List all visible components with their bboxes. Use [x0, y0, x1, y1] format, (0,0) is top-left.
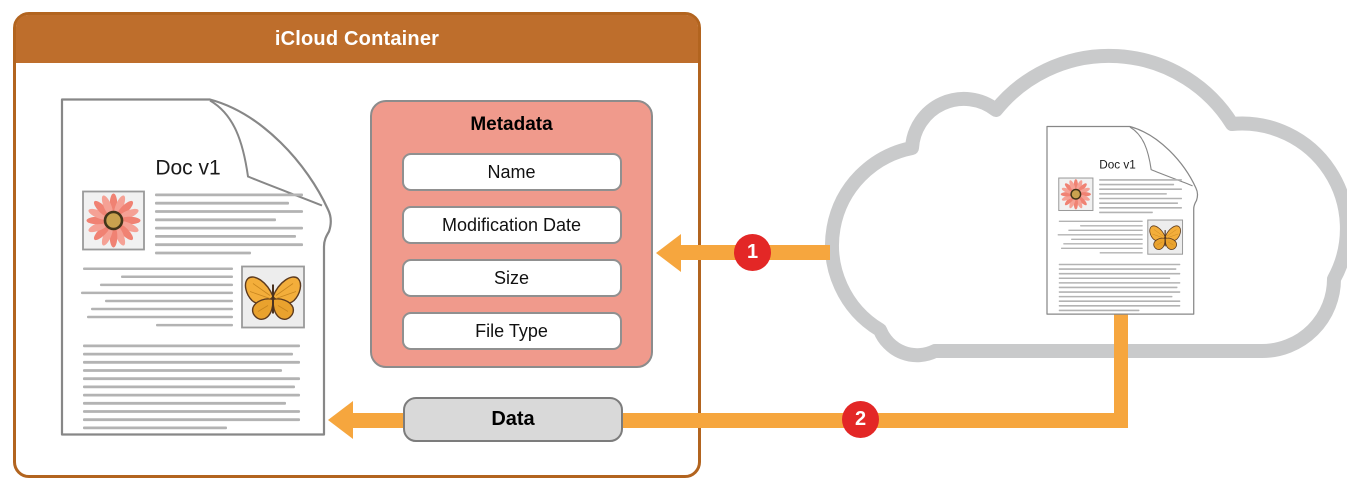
doc-title: Doc v1	[1099, 159, 1136, 172]
arrow-2-head-icon	[328, 401, 353, 439]
flower-image-icon	[82, 190, 145, 251]
data-pill-label: Data	[491, 408, 535, 430]
document-page-icon: Doc v1	[1046, 125, 1199, 315]
local-document-icon: Doc v1	[60, 98, 336, 446]
metadata-title: Metadata	[470, 114, 553, 135]
step-1-label: 1	[746, 241, 759, 263]
data-pill: Data	[403, 397, 623, 442]
metadata-field-name: Name	[401, 153, 622, 191]
metadata-field-file-type: File Type	[401, 312, 622, 350]
text-lines	[83, 344, 300, 430]
arrow-2-vertical-segment	[1114, 308, 1128, 428]
text-lines	[155, 193, 303, 255]
arrow-1-head-icon	[656, 234, 681, 272]
page-fold	[1129, 126, 1193, 187]
metadata-field-modification-date: Modification Date	[401, 206, 622, 244]
text-lines	[1058, 263, 1181, 312]
text-lines	[81, 267, 233, 327]
step-2-label: 2	[854, 408, 867, 430]
metadata-field-size: Size	[401, 259, 622, 297]
butterfly-image-icon	[1147, 219, 1184, 255]
step-2-badge: 2	[842, 401, 879, 438]
cloud-document-icon: Doc v1	[1045, 125, 1203, 325]
text-lines	[1099, 179, 1182, 214]
metadata-panel: Metadata Name Modification Date Size Fil…	[370, 100, 653, 368]
icloud-container-header: iCloud Container	[16, 15, 698, 63]
doc-title: Doc v1	[155, 157, 220, 180]
text-lines	[1057, 220, 1143, 254]
step-1-badge: 1	[734, 234, 771, 271]
icloud-container-title: iCloud Container	[274, 27, 440, 50]
butterfly-image-icon	[241, 265, 305, 329]
flower-image-icon	[1058, 177, 1094, 212]
document-page-icon: Doc v1	[60, 98, 332, 436]
